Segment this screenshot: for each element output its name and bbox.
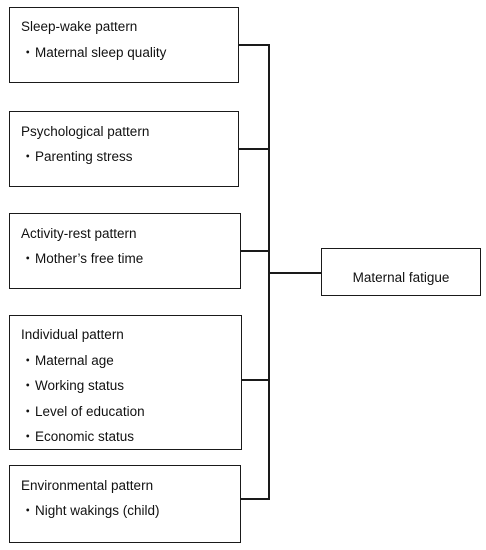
bullet-icon: ・ [21,429,35,444]
factor-item: ・Parenting stress [21,149,133,164]
factor-title: Individual pattern [21,327,124,342]
bullet-icon: ・ [21,503,35,518]
factor-item: ・Mother’s free time [21,251,144,266]
connector-to-outcome [268,272,322,274]
bullet-icon: ・ [21,353,35,368]
connector-activity-rest [241,250,269,252]
connector-environmental [241,498,269,500]
factor-box-environmental: Environmental pattern ・Night wakings (ch… [9,465,241,543]
connector-sleep-wake [239,44,269,46]
factor-title: Psychological pattern [21,124,150,139]
factor-box-activity-rest: Activity-rest pattern ・Mother’s free tim… [9,213,241,289]
connector-individual [242,379,269,381]
bullet-icon: ・ [21,404,35,419]
outcome-label: Maternal fatigue [352,270,450,285]
bullet-icon: ・ [21,378,35,393]
factor-box-individual: Individual pattern ・Maternal age ・Workin… [9,315,242,450]
factor-item: ・Level of education [21,404,145,419]
connector-spine [268,44,270,500]
factor-item: ・Maternal age [21,353,114,368]
bullet-icon: ・ [21,149,35,164]
factor-box-sleep-wake: Sleep-wake pattern ・Maternal sleep quali… [9,7,239,83]
factor-item: ・Economic status [21,429,135,444]
factor-title: Sleep-wake pattern [21,19,138,34]
outcome-box: Maternal fatigue [321,248,481,296]
factor-item: ・Night wakings (child) [21,503,160,518]
factor-box-psychological: Psychological pattern ・Parenting stress [9,111,239,187]
bullet-icon: ・ [21,45,35,60]
factor-item: ・Working status [21,378,125,393]
factor-title: Activity-rest pattern [21,226,137,241]
bullet-icon: ・ [21,251,35,266]
connector-psychological [239,148,269,150]
factor-title: Environmental pattern [21,478,154,493]
factor-item: ・Maternal sleep quality [21,45,167,60]
